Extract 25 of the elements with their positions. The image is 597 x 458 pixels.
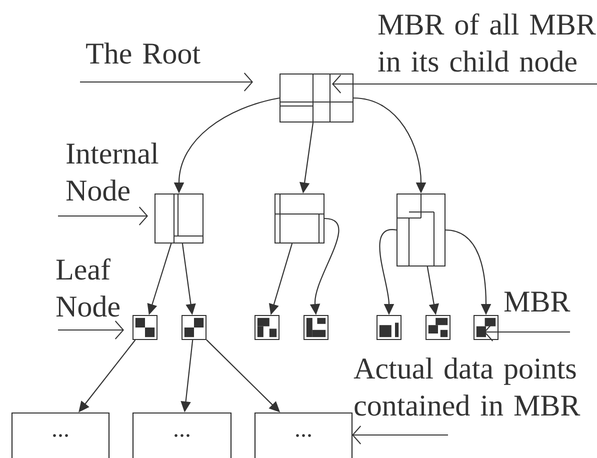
label-text: Leaf Node [56,258,120,317]
internal-node-drawing [274,194,324,244]
internal-node-drawing [396,194,446,266]
leaf-mbr-icon [182,315,206,340]
root-node-drawing [280,74,354,122]
label-text: The Root [86,42,200,64]
label-text: MBR of all MBR in its child node [378,13,596,72]
data-box: ... [132,412,232,458]
data-box: ... [11,412,110,458]
leaf-mbr-icon [254,315,280,340]
leaf-mbr-icon [376,315,402,340]
label-text: Internal Node [66,142,158,201]
leader-arrow [58,206,148,226]
leader-arrow [332,74,597,94]
leaf-mbr-icon [474,315,498,340]
leader-arrow [58,320,124,340]
data-box: ... [254,412,353,458]
leaf-mbr-icon [426,315,450,340]
leader-arrow [352,426,448,444]
leader-arrow [80,72,253,92]
label-text: MBR [504,292,570,312]
leaf-mbr-icon [304,315,328,340]
label-text: Actual data points contained in MBR [354,358,580,416]
leaf-mbr-icon [132,315,158,340]
internal-node-drawing [154,194,204,244]
